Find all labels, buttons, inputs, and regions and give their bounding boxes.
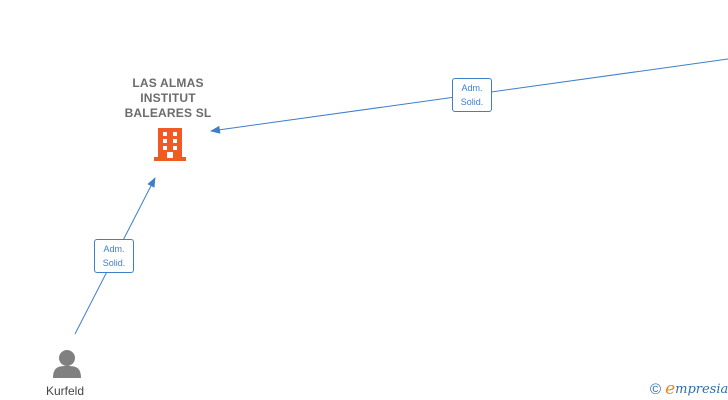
brand-logo: © e mpresia [650, 378, 728, 400]
relation-label-top[interactable]: Adm. Solid. [452, 78, 492, 112]
relation-subtype: Solid. [460, 97, 484, 107]
relation-label-bottom[interactable]: Adm. Solid. [94, 239, 134, 273]
company-name-line: INSTITUT [140, 91, 196, 105]
building-icon[interactable] [154, 128, 186, 161]
relation-type: Adm. [461, 83, 483, 93]
company-name[interactable]: LAS ALMAS INSTITUT BALEARES SL [108, 76, 228, 121]
relation-subtype: Solid. [102, 258, 126, 268]
relation-type: Adm. [103, 244, 125, 254]
person-icon[interactable] [53, 350, 81, 378]
person-name[interactable]: Kurfeld [45, 384, 85, 398]
copyright-icon: © [650, 380, 662, 398]
company-name-line: LAS ALMAS [132, 76, 204, 90]
brand-first-letter: e [665, 379, 676, 399]
brand-name: mpresia [675, 381, 728, 397]
company-name-line: BALEARES SL [124, 106, 212, 120]
